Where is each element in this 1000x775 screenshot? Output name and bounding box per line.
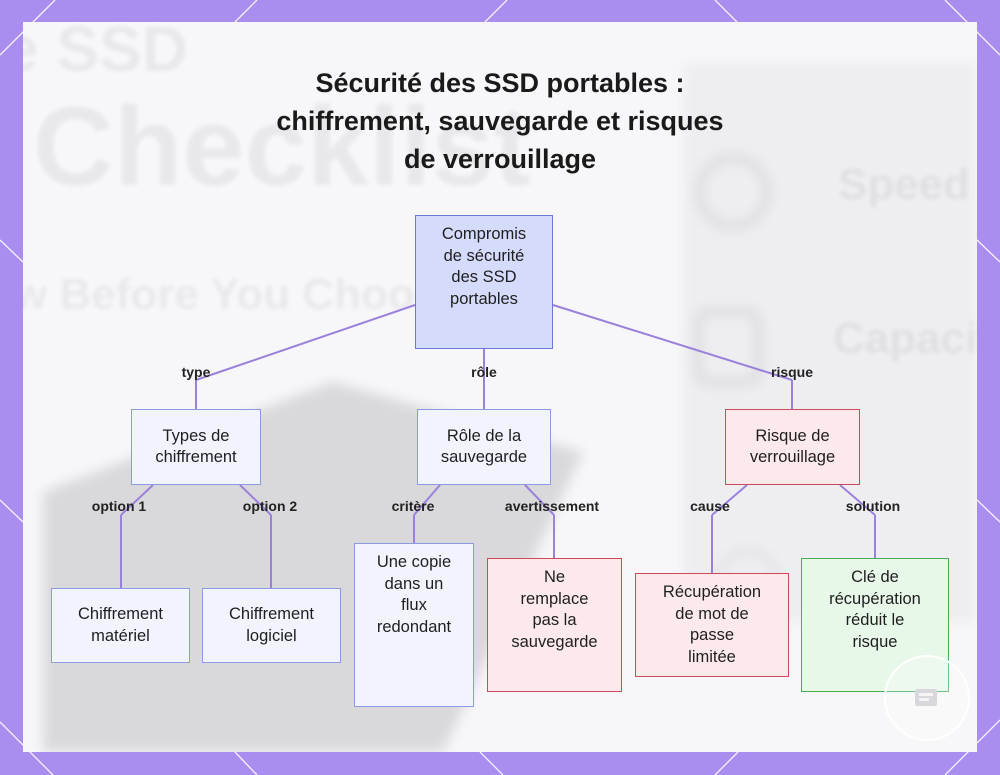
node-recuperation-line-3: passe [689,626,735,644]
node-materiel-line-1: Chiffrement [78,605,163,623]
node-remplace-line-2: remplace [520,589,589,608]
edge-types-materiel [120,484,154,516]
edge-label-option-2: option 2 [242,498,298,514]
edge-risque-cle [839,484,876,516]
background-text-5: Capacit [833,314,977,363]
node-types-line-1: Types de [162,426,230,445]
node-root-line-2: de sécurité [443,246,525,265]
node-risque-verrouillage: Risque de verrouillage [725,409,860,485]
background-text-3: w Before You Choose [23,270,464,319]
edge-label-critere: critère [391,498,435,514]
node-recuperation-line-2: de mot de [675,604,749,623]
node-recuperation-limitee: Récupération de mot de passe limitée [635,573,789,677]
node-role-line-1: Rôle de la [446,426,522,445]
edge-types-logiciel [239,484,272,516]
node-chiffrement-materiel: Chiffrement matériel [51,588,190,663]
node-copie-line-2: dans un [384,574,444,593]
node-cle-line-4: risque [852,632,898,651]
ssd-icon [915,689,937,706]
background-text-2: Checklist [33,84,531,209]
node-cle-line-2: récupération [829,589,921,608]
edge-label-risque: risque [770,364,814,380]
node-materiel-line-2: matériel [91,626,150,645]
edge-label-solution: solution [845,498,901,514]
edge-label-option-1: option 1 [91,498,147,514]
edge-root-types [195,304,416,381]
diagram-title: Sécurité des SSD portables : chiffrement… [200,64,800,178]
node-recuperation-line-1: Récupération [662,583,762,601]
node-remplace-line-4: sauvegarde [511,632,598,651]
edge-risque-recuperation [711,484,748,516]
node-cle-line-3: réduit le [845,611,905,629]
background-text-1: e SSD [23,22,188,85]
edge-label-cause: cause [690,498,730,514]
node-ne-remplace-pas: Ne remplace pas la sauvegarde [487,558,622,692]
node-root-line-4: portables [450,289,518,308]
edge-label-role: rôle [471,364,497,380]
title-line-1: Sécurité des SSD portables : [315,68,685,98]
node-root: Compromis de sécurité des SSD portables [415,215,553,349]
node-risque-line-1: Risque de [755,426,830,445]
node-remplace-line-3: pas la [532,611,577,629]
node-copie-line-4: redondant [376,617,452,636]
edge-role-remplace [524,484,555,516]
node-copie-line-1: Une copie [376,553,452,571]
node-logiciel-line-2: logiciel [246,626,297,645]
node-root-line-1: Compromis [441,225,527,243]
node-types-chiffrement: Types de chiffrement [131,409,261,485]
edge-root-risque [552,304,793,381]
node-logiciel-line-1: Chiffrement [229,605,314,623]
node-types-line-2: chiffrement [155,448,237,466]
edge-label-avertissement: avertissement [504,498,600,514]
background-text-4: Speed [838,160,971,209]
node-copie-redondante: Une copie dans un flux redondant [354,543,474,707]
node-risque-line-2: verrouillage [749,448,836,466]
title-line-2: chiffrement, sauvegarde et risques [276,106,724,136]
node-recuperation-line-4: limitée [688,647,736,666]
node-cle-line-1: Clé de [851,568,899,586]
title-line-3: de verrouillage [403,144,597,174]
node-chiffrement-logiciel: Chiffrement logiciel [202,588,341,663]
node-root-line-3: des SSD [451,268,517,286]
edge-role-copie [413,484,441,516]
node-remplace-line-1: Ne [543,568,566,586]
logo-badge [884,655,970,741]
edge-label-type: type [181,364,211,380]
node-copie-line-3: flux [401,596,427,614]
node-role-line-2: sauvegarde [440,448,528,466]
node-role-sauvegarde: Rôle de la sauvegarde [417,409,551,485]
